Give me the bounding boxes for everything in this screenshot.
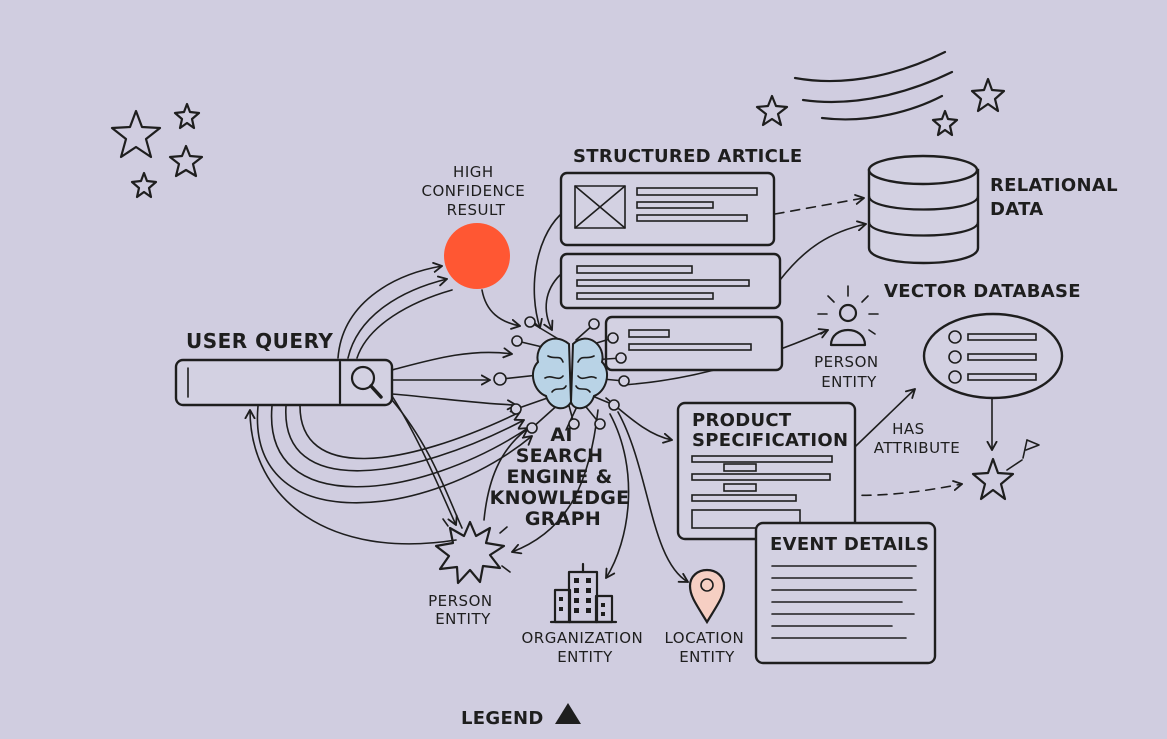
svg-text:Location Entity: Location Entity: [664, 629, 749, 666]
database-icon: [867, 154, 980, 265]
relational-data-label-line: Relational: [990, 175, 1118, 196]
organization-entity-label-line: Organization: [521, 629, 643, 647]
structured-article-node: Structured Article: [559, 146, 803, 372]
user-query-label: User Query: [186, 329, 333, 353]
star-cluster-left: [110, 102, 204, 199]
svg-text:Product Specification: Product Specification: [692, 410, 848, 451]
article-card: [559, 171, 776, 247]
vector-database-label: Vector Database: [884, 281, 1081, 302]
ai-engine-label-line: Engine &: [507, 466, 613, 488]
search-input[interactable]: [174, 358, 394, 407]
organization-entity-node: Organization Entity: [521, 562, 648, 666]
has-attribute-label-line: Has: [892, 420, 925, 438]
organization-entity-label-line: Entity: [557, 648, 613, 666]
structured-article-label: Structured Article: [573, 146, 803, 167]
product-specification-node: Product Specification: [676, 401, 857, 541]
star-icon: [168, 144, 204, 178]
star-icon: [173, 102, 201, 130]
svg-text:High Confidence Re: High Confidence Result: [421, 163, 530, 219]
search-icon[interactable]: [350, 365, 383, 399]
svg-text:AI Search Engine &: AI Search Engine & Knowledge Graph: [490, 424, 637, 530]
user-query-node: User Query: [174, 329, 394, 407]
star-icon: [970, 77, 1006, 113]
has-attribute-label-line: Attribute: [874, 439, 960, 457]
product-spec-label-line: Specification: [692, 430, 848, 451]
person-entity-label-line: Person: [428, 592, 493, 610]
list-bubble-icon: [922, 312, 1064, 400]
starburst-icon: [434, 520, 506, 585]
high-confidence-label-line: Result: [447, 201, 506, 219]
location-entity-node: Location Entity: [664, 568, 749, 666]
high-confidence-node: High Confidence Result: [421, 163, 530, 289]
building-icon: [549, 562, 618, 624]
star-icon: [755, 94, 789, 127]
svg-text:Relational Data: Relational Data: [990, 175, 1124, 220]
triangle-icon: [555, 703, 581, 724]
flag-icon: [1022, 439, 1040, 459]
ai-engine-label-line: Knowledge: [490, 487, 630, 509]
person-entity-label-line: Person: [814, 353, 879, 371]
legend[interactable]: Legend: [461, 703, 581, 729]
person-entity-label-line: Entity: [821, 373, 877, 391]
svg-text:Has Attribute: Has Attribute: [874, 420, 960, 457]
svg-text:Person Entity: Person Entity: [814, 353, 884, 391]
event-details-node: Event Details: [754, 521, 937, 665]
svg-text:Person Entity: Person Entity: [428, 592, 498, 628]
star-icon: [931, 109, 959, 137]
high-confidence-marker: [444, 223, 510, 289]
star-icon: [130, 171, 158, 199]
ai-engine-label-line: AI: [550, 424, 572, 446]
map-pin-icon: [688, 568, 726, 625]
high-confidence-label-line: High: [453, 163, 494, 181]
person-icon: [817, 285, 879, 347]
relational-data-node: Relational Data: [867, 154, 1124, 265]
brain-icon: [493, 316, 630, 434]
event-card: [754, 521, 937, 665]
high-confidence-label-line: Confidence: [421, 182, 525, 200]
relational-data-label-line: Data: [990, 199, 1044, 220]
svg-text:Organization Entity: Organization Entity: [521, 629, 648, 666]
event-details-label: Event Details: [770, 534, 929, 555]
location-entity-label-line: Location: [664, 629, 744, 647]
person-entity-label-line: Entity: [435, 610, 491, 628]
vector-database-node: Vector Database: [884, 281, 1081, 501]
star-cluster-right: [755, 50, 1006, 137]
ai-engine-node: AI Search Engine & Knowledge Graph: [490, 316, 637, 530]
star-icon: [110, 109, 162, 159]
image-placeholder-icon: [574, 185, 626, 229]
person-entity-left-node: Person Entity: [428, 518, 511, 628]
speed-lines: [793, 50, 954, 121]
ai-engine-label-line: Search: [516, 445, 604, 467]
location-entity-label-line: Entity: [679, 648, 735, 666]
person-entity-right-node: Person Entity: [814, 285, 884, 391]
product-spec-label-line: Product: [692, 410, 792, 431]
ai-engine-label-line: Graph: [525, 508, 601, 530]
star-icon: [971, 457, 1015, 501]
legend-label: Legend: [461, 708, 544, 729]
